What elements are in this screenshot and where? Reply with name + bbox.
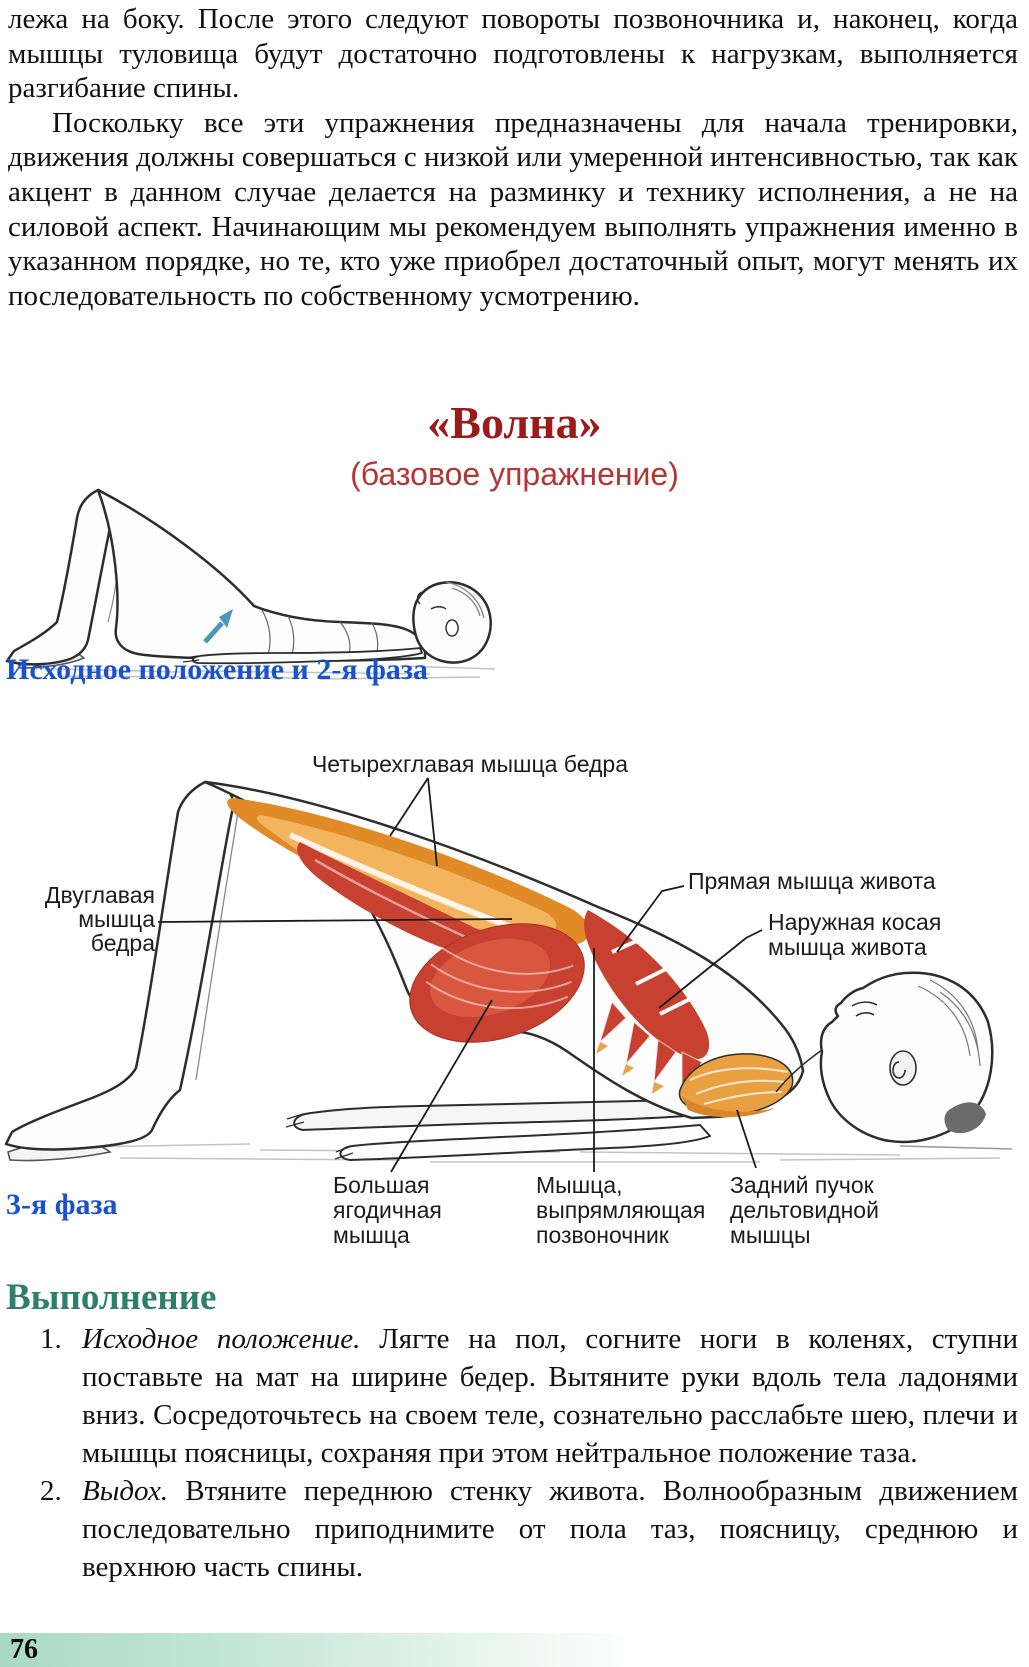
supine-exercise-figure xyxy=(5,488,496,680)
front-arm xyxy=(339,1124,711,1161)
anatomy-label-external-oblique: Наружная косая мышца живота xyxy=(768,909,942,960)
arm xyxy=(192,647,423,665)
back-arm xyxy=(293,1098,687,1132)
gluteus-muscle xyxy=(409,923,585,1043)
anatomy-label-quadriceps: Четырехглавая мышца бедра xyxy=(311,751,629,777)
anatomy-label-biceps-femoris: Двуглавая мышца бедра xyxy=(44,882,155,956)
back-shin-line xyxy=(195,811,239,1081)
anatomy-label-gluteus-maximus: Большая ягодичная мышца xyxy=(333,1172,442,1248)
step-text: Лягте на пол, согните ноги в коленях, ст… xyxy=(82,1323,1019,1469)
page-number: 76 xyxy=(10,1634,38,1665)
phase-heading-third: 3-я фаза xyxy=(6,1188,118,1221)
direction-arrow-icon xyxy=(203,609,233,644)
face-details xyxy=(775,1001,917,1093)
head xyxy=(412,581,492,664)
step-item: 2. Выдох. Втяните переднюю стенку живота… xyxy=(40,1472,1018,1586)
phase-heading-initial: Исходное положение и 2-я фаза xyxy=(6,653,428,686)
exercise-subtitle: (базовое упражнение) xyxy=(350,456,679,492)
intro-text-block: лежа на боку. После этого следуют поворо… xyxy=(8,2,1018,313)
bent-leg xyxy=(5,488,114,666)
floor-shading xyxy=(19,665,496,680)
step-lead: Исходное положение. xyxy=(82,1323,361,1355)
oblique-fringe-tips xyxy=(596,1042,664,1094)
execution-heading: Выполнение xyxy=(6,1277,217,1318)
step-lead: Выдох. xyxy=(82,1475,169,1507)
hand-fingers xyxy=(182,655,200,663)
exercise-title: «Волна» xyxy=(427,397,602,448)
step-item: 1. Исходное положение. Лягте на пол, сог… xyxy=(40,1320,1018,1472)
execution-steps: 1. Исходное положение. Лягте на пол, сог… xyxy=(40,1320,1018,1586)
anatomy-label-erector-spinae: Мышца, выпрямляющая позвоночник xyxy=(536,1172,706,1248)
front-hand-fingers xyxy=(334,1145,354,1160)
intro-paragraph: лежа на боку. После этого следуют поворо… xyxy=(8,3,1018,105)
step-text: Втяните переднюю стенку живота. Волнообр… xyxy=(82,1475,1019,1583)
deltoid-muscle xyxy=(678,1053,794,1118)
hair-lines xyxy=(917,979,981,1067)
quadriceps-highlight xyxy=(256,815,557,935)
anatomy-illustration: Четырехглавая мышца бедра Двуглавая мышц… xyxy=(0,700,1029,1270)
anatomy-label-posterior-deltoid: Задний пучок дельтовидной мышцы xyxy=(730,1172,879,1248)
face-details xyxy=(416,581,485,637)
step-number: 1. xyxy=(40,1323,62,1355)
abdominal-muscle xyxy=(584,910,710,1060)
torso-and-thigh xyxy=(96,488,427,662)
anatomy-label-rectus-abdominis: Прямая мышца живота xyxy=(688,868,936,894)
label-leader-lines xyxy=(157,777,763,1173)
footer-bar xyxy=(0,1633,1029,1667)
hair-bun xyxy=(944,1102,986,1134)
step-number: 2. xyxy=(40,1475,62,1507)
intro-paragraph: Поскольку все эти упражнения предназначе… xyxy=(8,106,1018,312)
back-hand-fingers xyxy=(285,1113,305,1128)
anatomy-figure xyxy=(4,777,1013,1173)
front-leg xyxy=(4,780,235,1151)
